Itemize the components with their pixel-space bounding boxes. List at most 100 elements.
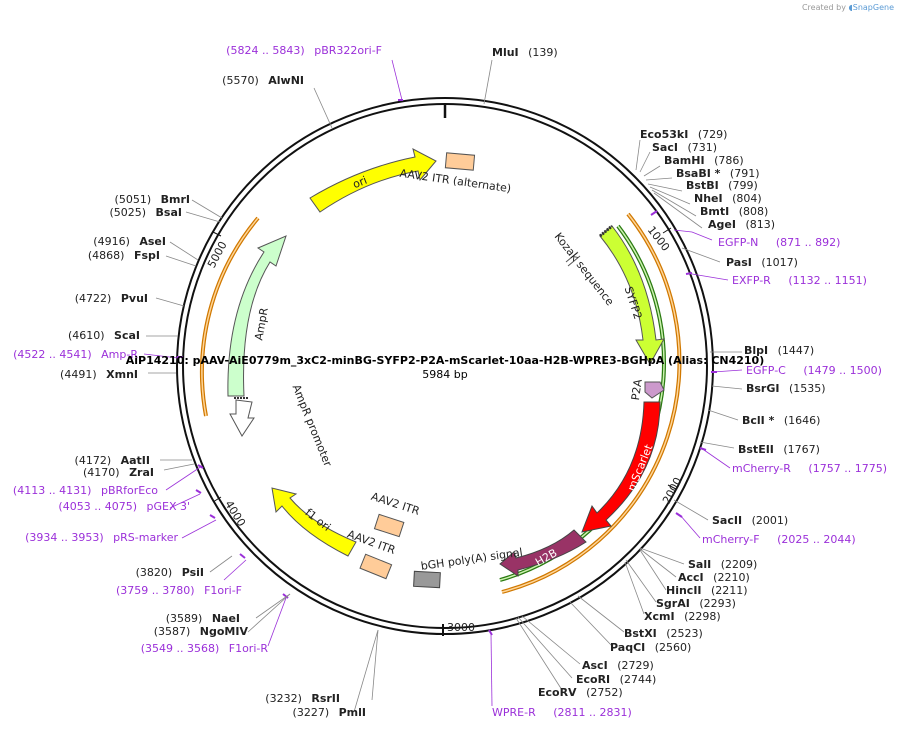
site-ecori[interactable]: EcoRI (2744) — [576, 673, 656, 686]
feature-sygfp[interactable] — [599, 225, 665, 366]
primer-mark-egfp-n — [650, 210, 658, 216]
leader-agei — [653, 192, 703, 229]
primer-exfp-r[interactable]: EXFP-R (1132 .. 1151) — [732, 274, 867, 287]
feature-itr-1[interactable] — [373, 513, 405, 538]
primer-pbr322ori-f[interactable]: (5824 .. 5843) pBR322ori-F — [226, 44, 382, 57]
site-bsrgi[interactable]: BsrGI (1535) — [746, 382, 826, 395]
site-paqci[interactable]: PaqCI (2560) — [610, 641, 691, 654]
tick-mark-5000 — [212, 231, 222, 237]
label-ampr-promoter: AmpR promoter — [290, 383, 335, 469]
primer-pgex[interactable]: (4053 .. 4075) pGEX 3' — [58, 500, 190, 513]
site-bmti[interactable]: BmtI (808) — [700, 205, 768, 218]
site-sgrai[interactable]: SgrAI (2293) — [656, 597, 736, 610]
leader-bsabi — [645, 177, 673, 181]
site-saci[interactable]: SacI (731) — [652, 141, 717, 154]
snapgene-credit: Created by ◖SnapGene — [802, 3, 894, 12]
site-hincii[interactable]: HincII (2211) — [666, 584, 748, 597]
leader-naei — [255, 593, 291, 619]
leader-mcherry-r — [703, 449, 731, 469]
feature-itr-alt[interactable] — [444, 152, 476, 171]
credit-brand: SnapGene — [852, 3, 894, 12]
feature-mscarlet[interactable] — [581, 401, 661, 533]
leader-egfp-c — [712, 369, 743, 373]
primer-mark-wpre-r — [488, 629, 493, 636]
primer-pbrforeco[interactable]: (4113 .. 4131) pBRforEco — [13, 484, 158, 497]
feature-itr-2[interactable] — [359, 553, 393, 580]
leader-nhei — [649, 186, 691, 205]
site-rsrii[interactable]: (3232) RsrII — [265, 692, 340, 705]
site-bmri[interactable]: (5051) BmrI — [115, 193, 190, 206]
label-ampr: AmpR — [252, 306, 271, 341]
site-eco53ki[interactable]: Eco53kI (729) — [640, 128, 727, 141]
site-bcli[interactable]: BclI * (1646) — [742, 414, 820, 427]
primer-mcherry-f[interactable]: mCherry-F (2025 .. 2044) — [702, 533, 856, 546]
site-pvui[interactable]: (4722) PvuI — [75, 292, 148, 305]
site-blpi[interactable]: BlpI (1447) — [744, 344, 814, 357]
site-sacii[interactable]: SacII (2001) — [712, 514, 788, 527]
feature-h2b[interactable] — [499, 529, 587, 577]
primer-mark-mcherry-r — [699, 447, 707, 451]
leader-mcherry-f — [679, 514, 701, 539]
feature-p2a[interactable] — [644, 381, 665, 399]
site-xcmi[interactable]: XcmI (2298) — [644, 610, 721, 623]
site-pasi[interactable]: PasI (1017) — [726, 256, 798, 269]
primer-prs-marker[interactable]: (3934 .. 3953) pRS-marker — [25, 531, 178, 544]
site-sali[interactable]: SalI (2209) — [688, 558, 757, 571]
label-ori: ori — [351, 174, 369, 191]
primer-f1ori-f[interactable]: (3759 .. 3780) F1ori-F — [116, 584, 242, 597]
primer-mark-exfp-r — [685, 272, 693, 275]
feature-f1ori[interactable] — [271, 487, 357, 557]
primer-f1ori-r[interactable]: (3549 .. 3568) F1ori-R — [141, 642, 269, 655]
orf-orange-left-inner — [201, 217, 259, 417]
primer-egfp-n[interactable]: EGFP-N (871 .. 892) — [718, 236, 840, 249]
site-bsabi[interactable]: BsaBI * (791) — [676, 167, 760, 180]
leader-acci — [639, 548, 677, 578]
primer-labels: (5824 .. 5843) pBR322ori-F EGFP-N (871 .… — [13, 44, 887, 719]
site-bstbi[interactable]: BstBI (799) — [686, 179, 758, 192]
site-naei[interactable]: (3589) NaeI — [166, 612, 240, 625]
site-asci[interactable]: AscI (2729) — [582, 659, 654, 672]
tick-3000: 3000 — [447, 621, 475, 634]
leader-exfp-r — [691, 273, 729, 281]
center-label: AiP14210: pAAV-AiE0779m_3xC2-minBG-SYFP2… — [126, 354, 765, 381]
backbone — [176, 97, 714, 635]
primer-amp-r[interactable]: (4522 .. 4541) Amp-R — [13, 348, 138, 361]
leader-bamhi — [643, 165, 661, 177]
site-bsai[interactable]: (5025) BsaI — [109, 206, 182, 219]
site-bstxi[interactable]: BstXI (2523) — [624, 627, 703, 640]
orf-bars — [200, 212, 682, 594]
site-ecorv[interactable]: EcoRV (2752) — [538, 686, 623, 699]
feature-ampr[interactable] — [227, 235, 287, 397]
site-agei[interactable]: AgeI (813) — [708, 218, 775, 231]
site-psii[interactable]: (3820) PsiI — [136, 566, 204, 579]
site-acci[interactable]: AccI (2210) — [678, 571, 750, 584]
site-mlui[interactable]: MluI (139) — [492, 46, 558, 59]
kozak-mark-a — [565, 251, 579, 263]
feature-bgh[interactable] — [413, 570, 441, 589]
site-scai[interactable]: (4610) ScaI — [68, 329, 140, 342]
site-ngomiv[interactable]: (3587) NgoMIV — [154, 625, 249, 638]
primer-wpre-r[interactable]: WPRE-R (2811 .. 2831) — [492, 706, 632, 719]
leader-zrai — [163, 463, 195, 471]
tick-4000: 4000 — [222, 498, 248, 529]
leader-sacii — [673, 499, 709, 521]
leader-xcmi — [624, 561, 645, 615]
site-xmni[interactable]: (4491) XmnI — [60, 368, 138, 381]
site-fspi[interactable]: (4868) FspI — [88, 249, 160, 262]
site-aatii[interactable]: (4172) AatII — [75, 454, 150, 467]
site-asei[interactable]: (4916) AseI — [93, 235, 166, 248]
site-bamhi[interactable]: BamHI (786) — [664, 154, 744, 167]
leader-bsai — [185, 211, 221, 223]
leader-ngomiv — [247, 593, 291, 633]
site-alwni[interactable]: (5570) AlwNI — [222, 74, 304, 87]
feature-ori[interactable] — [309, 148, 437, 213]
site-bsteii[interactable]: BstEII (1767) — [738, 443, 820, 456]
feature-ampr-promoter[interactable] — [229, 399, 255, 437]
primer-mcherry-r[interactable]: mCherry-R (1757 .. 1775) — [732, 462, 887, 475]
primer-egfp-c[interactable]: EGFP-C (1479 .. 1500) — [746, 364, 882, 377]
site-zrai[interactable]: (4170) ZraI — [83, 466, 154, 479]
site-pmli[interactable]: (3227) PmlI — [293, 706, 366, 719]
site-nhei[interactable]: NheI (804) — [694, 192, 762, 205]
leader-saci — [639, 151, 651, 173]
